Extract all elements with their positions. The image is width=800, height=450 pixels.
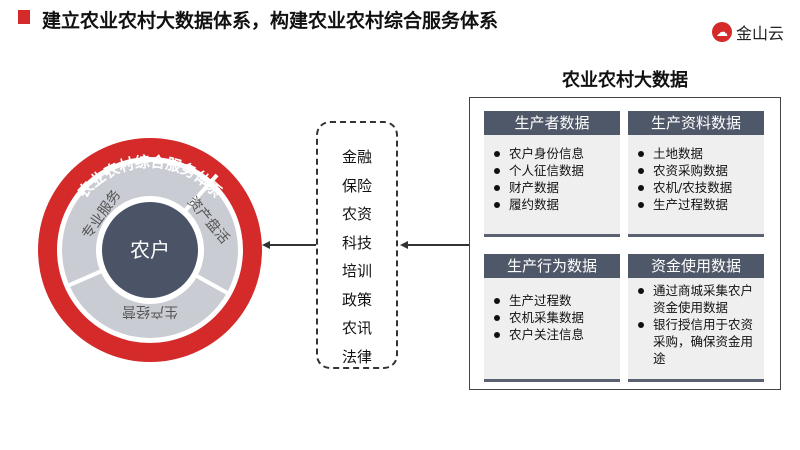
card-list-item: 生产过程数: [494, 292, 620, 309]
center-circle: [102, 202, 198, 298]
card-list-item: 财产数据: [494, 179, 620, 196]
service-system-graphic: 农业农村综合服务体系 农户 专业服务 资产盘活 生产经营: [38, 138, 262, 362]
bigdata-title: 农业农村大数据: [562, 70, 688, 91]
service-item: 保险: [341, 176, 372, 195]
logo-text: 金山云: [736, 24, 785, 43]
card-list-item: 银行授信用于农资采购，确保资金用途: [638, 316, 756, 367]
card-list: 农户身份信息 个人征信数据 财产数据 履约数据: [484, 135, 620, 213]
cloud-icon: ☁: [712, 22, 732, 42]
service-item: 培训: [341, 262, 372, 280]
company-logo: ☁ 金山云: [712, 20, 784, 44]
card-list-item: 通过商城采集农户资金使用数据: [638, 282, 756, 316]
card-fund-usage-data: 资金使用数据 通过商城采集农户资金使用数据 银行授信用于农资采购，确保资金用途: [628, 254, 764, 382]
service-item: 农讯: [341, 319, 372, 337]
service-item: 科技: [341, 233, 372, 252]
card-header: 生产者数据: [484, 111, 620, 135]
title-accent-bar: [18, 10, 30, 24]
bigdata-panel: 生产者数据 农户身份信息 个人征信数据 财产数据 履约数据 生产资料数据 土地数…: [469, 97, 781, 390]
center-label: 农户: [130, 238, 170, 262]
service-item: 农资: [341, 205, 372, 223]
card-header: 资金使用数据: [628, 254, 764, 278]
arrow-line-services-to-diagram: [268, 244, 316, 246]
card-list: 通过商城采集农户资金使用数据 银行授信用于农资采购，确保资金用途: [628, 278, 764, 367]
card-list: 土地数据 农资采购数据 农机/农技数据 生产过程数据: [628, 135, 764, 213]
card-header: 生产资料数据: [628, 111, 764, 135]
card-list-item: 农机采集数据: [494, 309, 620, 326]
card-list-item: 农机/农技数据: [638, 179, 764, 196]
card-list-item: 农资采购数据: [638, 162, 764, 179]
card-list-item: 土地数据: [638, 145, 764, 162]
card-list-item: 农户身份信息: [494, 145, 620, 162]
service-item: 金融: [341, 148, 372, 166]
card-list-item: 履约数据: [494, 196, 620, 213]
segment-label-production-operation: 生产经营: [122, 303, 178, 319]
card-list-item: 农户关注信息: [494, 326, 620, 343]
arrow-head-icon: [262, 241, 270, 249]
page-title: 建立农业农村大数据体系，构建农业农村综合服务体系: [42, 10, 499, 32]
services-list: 金融 保险 农资 科技 培训 政策 农讯 法律: [318, 143, 396, 371]
service-item: 法律: [341, 347, 372, 366]
card-list-item: 生产过程数据: [638, 196, 764, 213]
card-header: 生产行为数据: [484, 254, 620, 278]
card-production-materials-data: 生产资料数据 土地数据 农资采购数据 农机/农技数据 生产过程数据: [628, 111, 764, 237]
services-box: 金融 保险 农资 科技 培训 政策 农讯 法律: [316, 121, 398, 369]
service-system-diagram: 农业农村综合服务体系 农户 专业服务 资产盘活 生产经营: [35, 135, 265, 365]
arrow-head-icon: [400, 241, 408, 249]
arrow-line-bigdata-to-services: [406, 244, 469, 246]
card-list-item: 个人征信数据: [494, 162, 620, 179]
service-item: 政策: [341, 290, 372, 309]
card-list: 生产过程数 农机采集数据 农户关注信息: [484, 278, 620, 343]
card-production-behavior-data: 生产行为数据 生产过程数 农机采集数据 农户关注信息: [484, 254, 620, 382]
card-producer-data: 生产者数据 农户身份信息 个人征信数据 财产数据 履约数据: [484, 111, 620, 237]
